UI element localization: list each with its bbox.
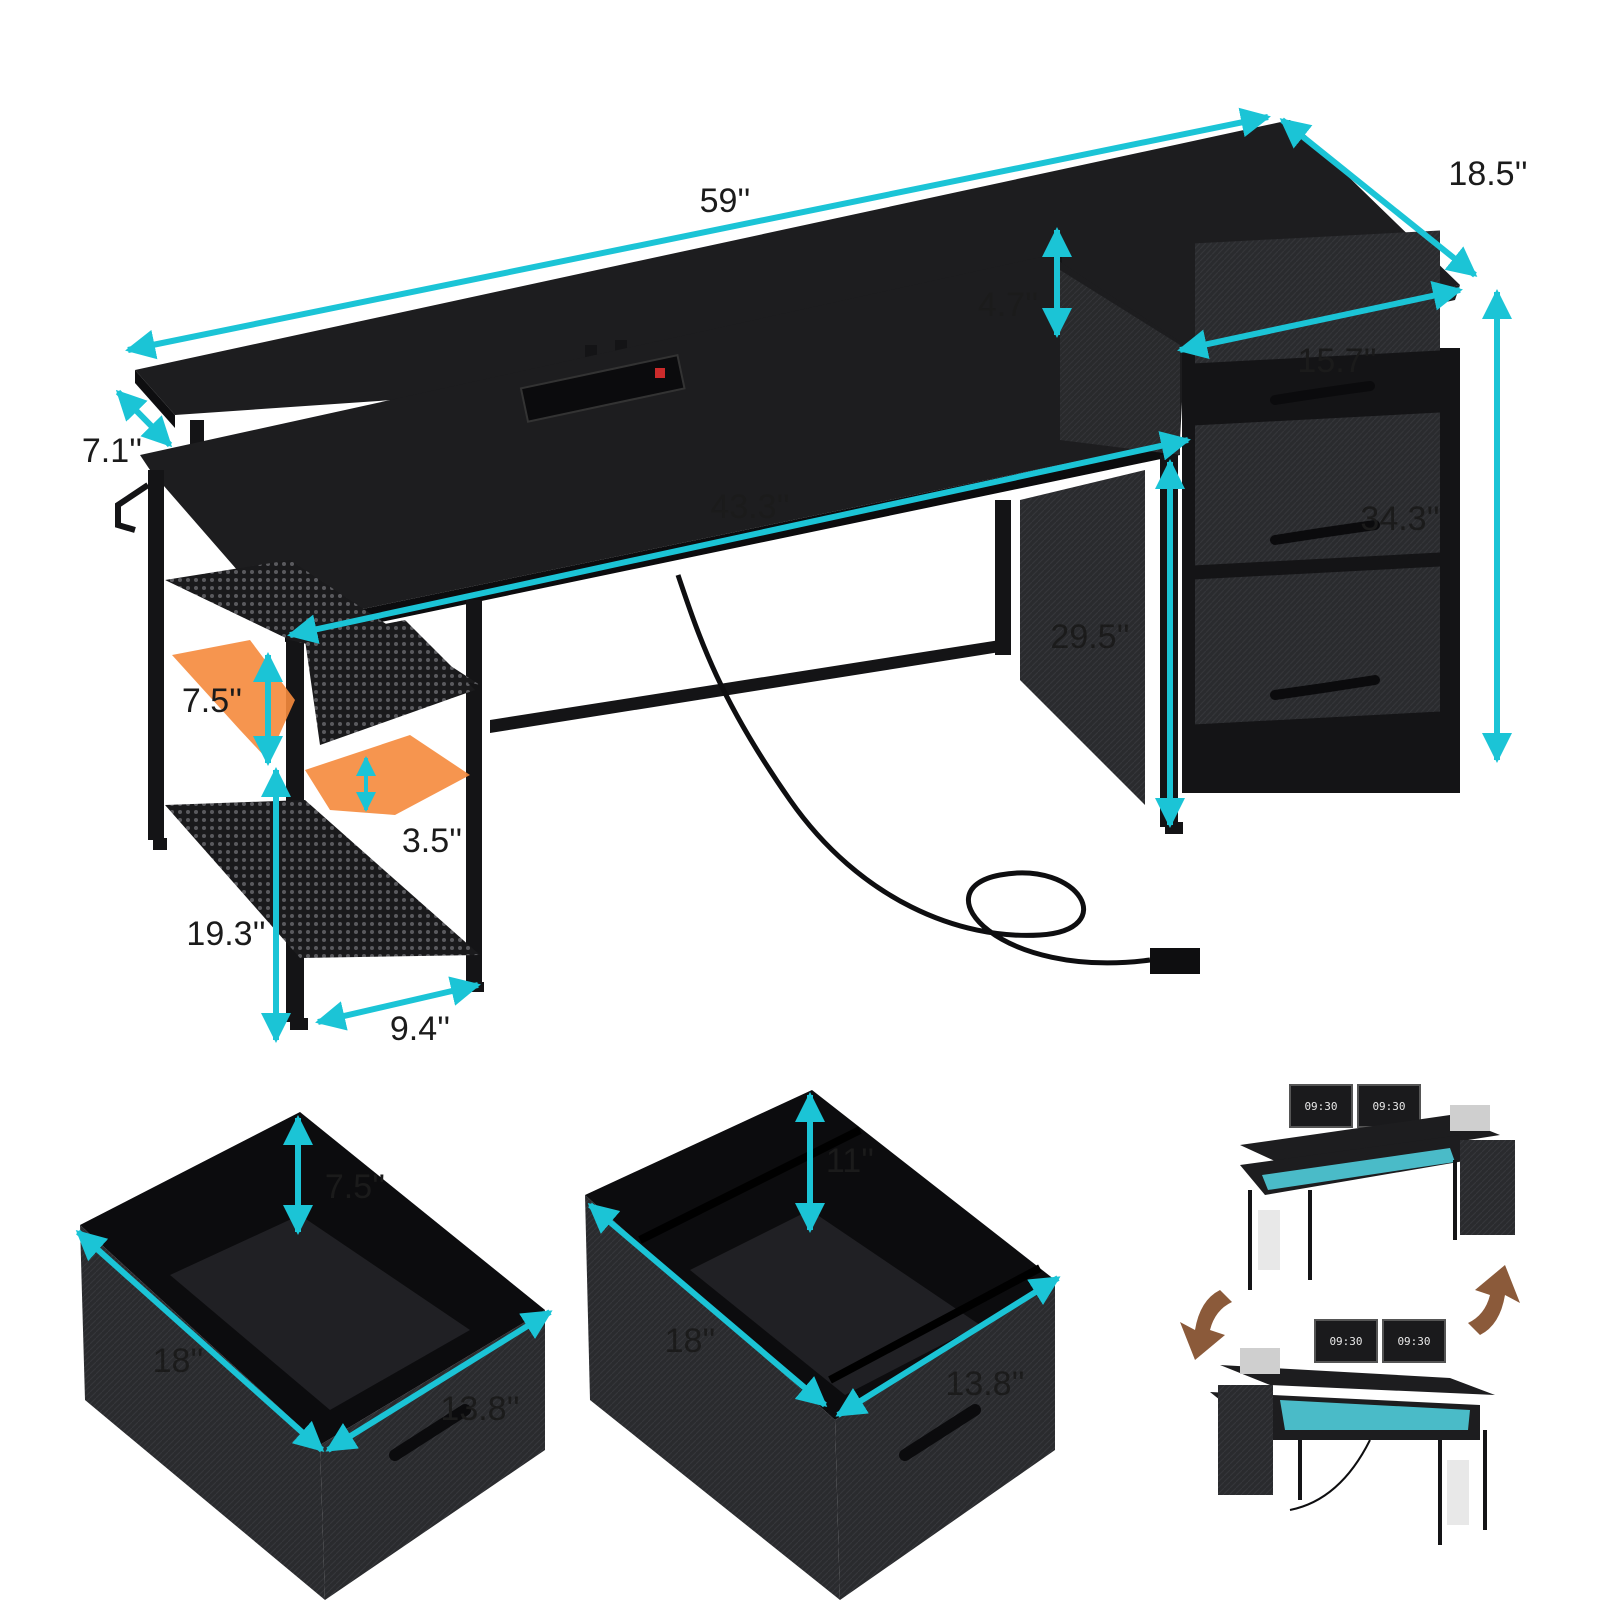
- label-drawer-small-length: 18'': [153, 1342, 204, 1380]
- monitor-clock: 09:30: [1329, 1335, 1362, 1348]
- shelf-highlight-lower: [305, 735, 470, 815]
- label-drawer-small-width: 13.8'': [440, 1390, 519, 1428]
- power-cord: [1289, 1439, 1371, 1511]
- drawer-large-handle: [899, 1404, 981, 1461]
- label-drawer-small-height: 7.5'': [325, 1168, 385, 1206]
- leg-foot: [290, 1018, 308, 1030]
- dim-line-depth: [1279, 117, 1478, 278]
- pc-tower: [1258, 1210, 1280, 1270]
- drawer-handle: [1270, 381, 1375, 405]
- dim-line-drawer-large-length: [587, 1202, 828, 1408]
- headphone-hook: [115, 482, 150, 533]
- label-shelf-adjust: 3.5'': [402, 822, 462, 860]
- monitor: [1382, 1319, 1446, 1363]
- drawer-handle: [1270, 520, 1380, 545]
- dimension-labels: 59'' 18.5'' 7.1'' 4.7'' 15.7'' 34.3'' 43…: [82, 155, 1528, 1048]
- leg-foot: [153, 838, 167, 850]
- dim-line-desktop-width: [287, 431, 1191, 644]
- frame-leg-right-back: [995, 500, 1011, 655]
- curved-arrow-up-icon: [1468, 1265, 1520, 1335]
- inset-cabinet: [1218, 1385, 1273, 1495]
- monitor-clock: 09:30: [1397, 1335, 1430, 1348]
- label-drawer-large-width: 13.8'': [945, 1365, 1024, 1403]
- drawer-handle: [1270, 675, 1380, 700]
- pc-tower: [1447, 1460, 1469, 1525]
- power-strip: [519, 353, 686, 423]
- label-drawer-large-length: 18'': [665, 1322, 716, 1360]
- label-monitor-shelf-depth: 7.1'': [82, 432, 142, 470]
- frame-leg-left-back: [148, 470, 164, 840]
- monitor-clock: 09:30: [1304, 1100, 1337, 1113]
- dim-line-overall-width: [125, 107, 1271, 360]
- label-shelf-depth: 9.4'': [390, 1010, 450, 1048]
- mesh-shelf-lower: [165, 800, 480, 958]
- reversible-inset: 09:30 09:30 09:30 09:30: [1180, 1084, 1520, 1545]
- printer: [1240, 1348, 1280, 1374]
- dimension-lines: [115, 107, 1512, 1043]
- label-shelf-height: 19.3'': [186, 915, 265, 953]
- monitor: [1289, 1084, 1353, 1128]
- dim-line-drawer-small-width: [325, 1309, 553, 1453]
- label-desktop-width: 43.3'': [710, 488, 789, 526]
- monitor-clock: 09:30: [1372, 1100, 1405, 1113]
- rear-crossbar: [490, 640, 1000, 733]
- inset-desk-top: 09:30 09:30: [1240, 1084, 1515, 1290]
- cabinet-drawer-3: [1195, 566, 1440, 725]
- inset-led-glow: [1280, 1400, 1470, 1430]
- monitor: [1314, 1319, 1378, 1363]
- frame-leg-shelf-front: [466, 600, 482, 985]
- label-overall-width: 59'': [700, 182, 751, 220]
- power-cord: [675, 574, 1151, 966]
- dim-line-drawer-small-length: [75, 1229, 325, 1453]
- drawer-small: 7.5'' 18'' 13.8'': [75, 1112, 553, 1600]
- label-riser-height: 4.7'': [978, 286, 1038, 324]
- printer: [1450, 1105, 1490, 1131]
- label-depth: 18.5'': [1448, 155, 1527, 193]
- curved-arrow-down-icon: [1180, 1290, 1232, 1360]
- label-cabinet-height: 34.3'': [1360, 500, 1439, 538]
- dim-line-drawer-large-width: [835, 1275, 1061, 1418]
- inset-top-shelf: [1220, 1365, 1495, 1395]
- mesh-shelf-middle: [305, 620, 475, 745]
- main-desk: [115, 120, 1460, 1030]
- label-knee-height: 29.5'': [1050, 618, 1129, 656]
- power-plug: [1150, 948, 1200, 974]
- drawer-large: 11'' 18'' 13.8'': [585, 1090, 1061, 1600]
- inset-led-glow: [1262, 1148, 1455, 1190]
- cabinet-drawer-2: [1195, 412, 1440, 566]
- label-shelf-spacing: 7.5'': [182, 682, 242, 720]
- label-cabinet-width: 15.7'': [1297, 342, 1376, 380]
- dim-line-cabinet-width: [1177, 280, 1463, 360]
- dim-line-shelf-base: [315, 976, 481, 1031]
- inset-top-shelf: [1240, 1115, 1500, 1168]
- inset-cabinet: [1460, 1140, 1515, 1235]
- inset-desk-bottom: 09:30 09:30: [1210, 1319, 1495, 1545]
- dim-line-shelf-depth: [115, 389, 173, 448]
- label-drawer-large-height: 11'': [826, 1142, 874, 1180]
- leg-foot: [1432, 770, 1446, 782]
- power-switch: [655, 368, 665, 378]
